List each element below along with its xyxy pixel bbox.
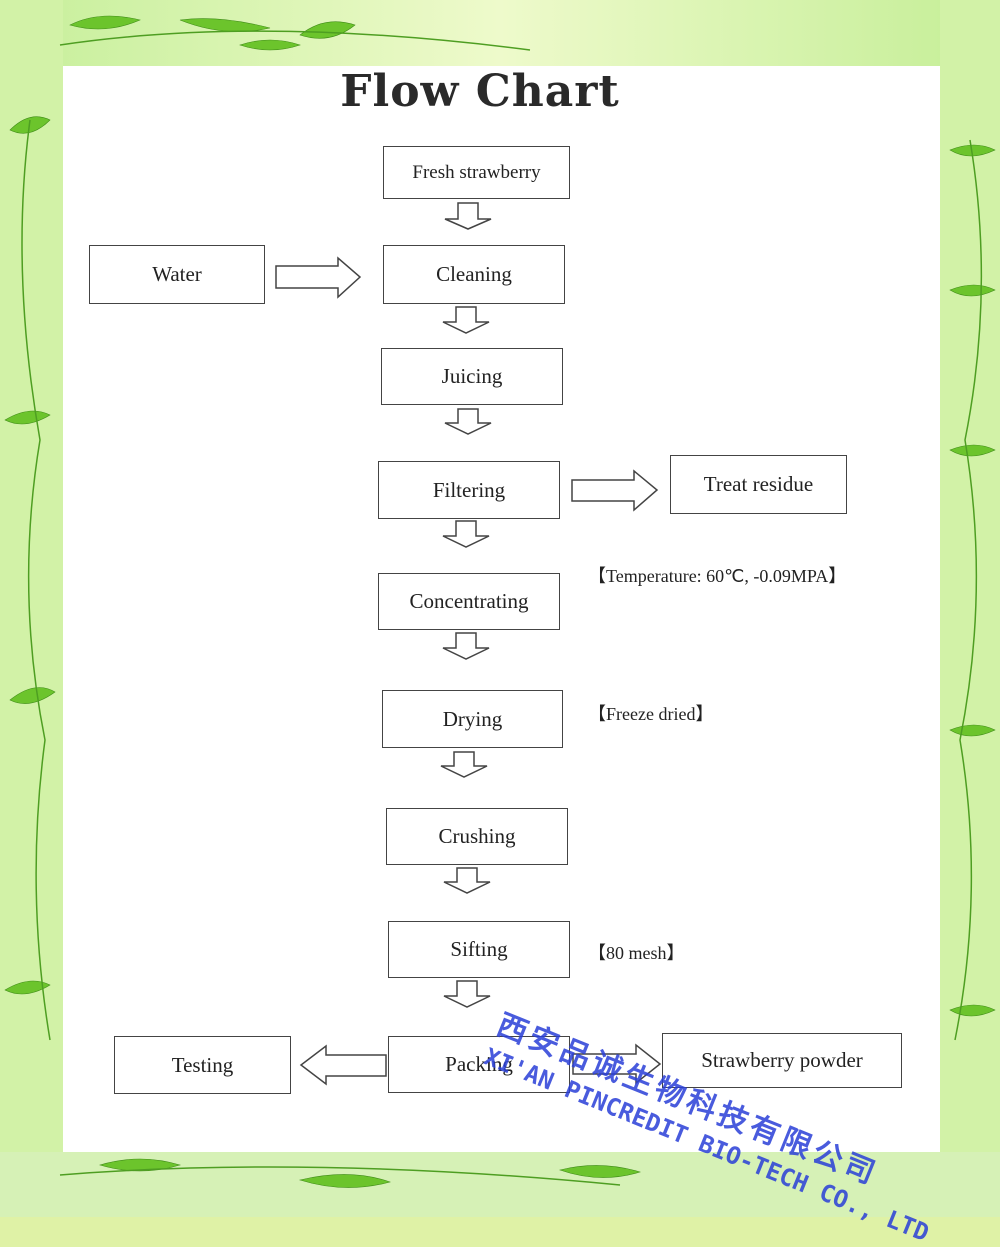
- step-filtering: Filtering: [378, 461, 560, 519]
- step-fresh-strawberry: Fresh strawberry: [383, 146, 570, 199]
- step-crushing: Crushing: [386, 808, 568, 865]
- down-arrow-icon: [442, 632, 490, 660]
- step-strawberry-powder: Strawberry powder: [662, 1033, 902, 1088]
- right-arrow-icon: [571, 469, 659, 512]
- down-arrow-icon: [442, 520, 490, 548]
- step-cleaning: Cleaning: [383, 245, 565, 304]
- down-arrow-icon: [443, 980, 491, 1008]
- step-concentrating: Concentrating: [378, 573, 560, 630]
- step-drying: Drying: [382, 690, 563, 748]
- right-arrow-icon: [572, 1043, 662, 1085]
- step-testing: Testing: [114, 1036, 291, 1094]
- step-sifting: Sifting: [388, 921, 570, 978]
- note-concentrating-conditions: 【Temperature: 60℃, -0.09MPA】: [588, 566, 847, 586]
- down-arrow-icon: [440, 751, 488, 778]
- leaf-icon: [4, 15, 996, 1188]
- left-arrow-icon: [299, 1044, 387, 1086]
- flow-arrows: [275, 202, 662, 1086]
- down-arrow-icon: [443, 867, 491, 894]
- down-arrow-icon: [444, 408, 492, 435]
- step-treat-residue: Treat residue: [670, 455, 847, 514]
- down-arrow-icon: [442, 306, 490, 334]
- page-title: Flow Chart: [340, 66, 620, 117]
- step-juicing: Juicing: [381, 348, 563, 405]
- note-sifting-mesh: 【80 mesh】: [588, 943, 685, 963]
- step-water: Water: [89, 245, 265, 304]
- down-arrow-icon: [444, 202, 492, 230]
- step-packing: Packing: [388, 1036, 570, 1093]
- note-drying-method: 【Freeze dried】: [588, 704, 714, 724]
- right-arrow-icon: [275, 256, 362, 299]
